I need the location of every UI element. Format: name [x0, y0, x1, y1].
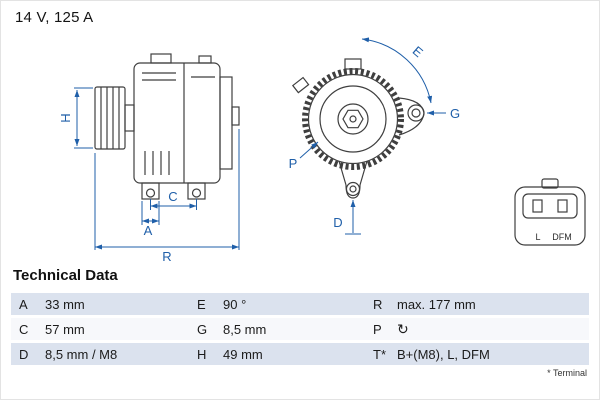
front-view-dimensions — [299, 37, 446, 235]
pulley — [94, 86, 126, 150]
outer-rim — [307, 73, 399, 165]
param-c-label: C — [19, 321, 29, 337]
bottom-hole-outer — [345, 181, 361, 197]
param-a-value: 33 mm — [45, 296, 85, 312]
param-g-value: 8,5 mm — [223, 321, 267, 337]
foot-hole-left — [145, 188, 156, 198]
param-a-label: A — [19, 296, 28, 312]
mid-ring — [319, 85, 387, 153]
hub-ring — [337, 103, 369, 135]
alternator-front-view — [291, 58, 425, 199]
connector-pin-dfm — [557, 199, 568, 213]
param-t-value: B+(M8), L, DFM — [397, 346, 490, 362]
param-g-label: G — [197, 321, 208, 337]
shaft-nose — [124, 104, 135, 132]
terminal-footnote: * Terminal — [547, 368, 587, 378]
param-d-label: D — [19, 346, 29, 362]
connector-socket — [522, 193, 578, 219]
dim-label-p: P — [289, 156, 298, 171]
connector-diagram — [514, 178, 586, 246]
ear-hole-inner — [411, 108, 421, 118]
technical-drawing: H C A R E G — [58, 37, 586, 263]
param-h-label: H — [197, 346, 207, 362]
param-e-value: 90 ° — [223, 296, 247, 312]
rear-cap — [219, 76, 233, 170]
terminal-stud — [231, 106, 240, 126]
foot-hole-right — [191, 188, 202, 198]
side-view-dimensions — [74, 87, 240, 250]
spec-label: 14 V, 125 A — [15, 9, 94, 26]
param-h-value: 49 mm — [223, 346, 263, 362]
dim-label-h: H — [58, 113, 73, 122]
connector-pin-l — [532, 199, 543, 213]
hex-nut — [342, 109, 364, 129]
housing — [133, 62, 221, 184]
table-row: C 57 mm G 8,5 mm P ↻ — [11, 318, 589, 340]
dim-label-a: A — [144, 223, 153, 238]
param-c-value: 57 mm — [45, 321, 85, 337]
param-r-label: R — [373, 296, 383, 312]
param-e-label: E — [197, 296, 206, 312]
pulley-grooves — [100, 87, 120, 149]
bottom-hole-inner — [349, 185, 357, 193]
table-row: A 33 mm E 90 ° R max. 177 mm — [11, 293, 589, 315]
alternator-side-view — [94, 53, 240, 200]
connector-body — [514, 186, 586, 246]
dim-label-d: D — [333, 215, 342, 230]
connector-terminal-l-label: L — [535, 232, 540, 242]
technical-data-section: Technical Data A 33 mm E 90 ° R max. 177… — [11, 267, 589, 378]
ear-hole-outer — [407, 104, 425, 122]
top-tab — [150, 53, 172, 64]
connector-tab — [541, 178, 559, 189]
param-r-value: max. 177 mm — [397, 296, 476, 312]
shaft-center — [349, 115, 357, 123]
dim-label-r: R — [162, 249, 171, 263]
dim-label-e: E — [410, 43, 427, 60]
table-row: D 8,5 mm / M8 H 49 mm T* B+(M8), L, DFM — [11, 343, 589, 365]
top-tab-2 — [198, 55, 212, 64]
rotation-direction-icon: ↻ — [397, 321, 409, 337]
param-p-label: P — [373, 321, 382, 337]
dim-label-g: G — [450, 106, 460, 121]
connector-terminal-dfm-label: DFM — [552, 232, 572, 242]
param-t-label: T* — [373, 346, 386, 362]
dim-label-c: C — [168, 189, 177, 204]
fin-ring — [302, 68, 404, 170]
vent-slots — [142, 72, 215, 175]
front-left-tab — [291, 76, 310, 94]
param-d-value: 8,5 mm / M8 — [45, 346, 118, 362]
front-top-tab — [344, 58, 362, 70]
table-title: Technical Data — [13, 267, 118, 284]
